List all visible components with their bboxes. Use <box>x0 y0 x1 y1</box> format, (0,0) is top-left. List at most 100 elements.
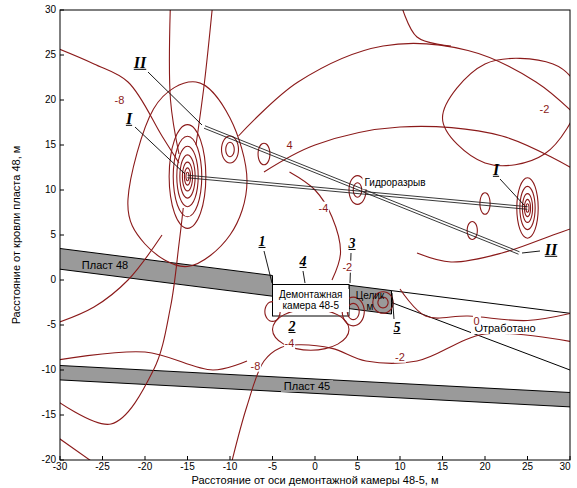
tick-mark <box>60 145 64 146</box>
plot-area <box>60 10 570 460</box>
tick-mark <box>60 280 64 281</box>
tick-mark <box>102 456 103 460</box>
contour-value: -2 <box>394 350 406 363</box>
axis-tick-label: -20 <box>138 461 152 473</box>
axis-tick-label: -15 <box>42 409 56 421</box>
contour-line <box>400 289 570 321</box>
contour-value: -4 <box>284 337 296 350</box>
tick-mark <box>485 456 486 460</box>
tick-mark <box>400 456 401 460</box>
contour-line <box>60 433 103 460</box>
axis-tick-label: -25 <box>95 461 109 473</box>
axis-tick-label: -5 <box>47 319 56 331</box>
seam-band: Пласт 48 <box>79 259 131 272</box>
contour-value: -8 <box>250 359 262 372</box>
node-text: Пласт 48 <box>82 259 128 272</box>
fracture-line <box>204 128 519 254</box>
tick-mark <box>60 190 64 191</box>
contour-value: -8 <box>114 94 126 107</box>
axis-tick-label: -10 <box>42 364 56 376</box>
tick-mark <box>315 456 316 460</box>
fracture-label: Гидроразрыв <box>362 177 427 189</box>
axis-tick-label: 10 <box>45 184 56 196</box>
contour-line <box>177 146 198 206</box>
contour-line <box>128 82 247 267</box>
leader-line <box>148 72 202 125</box>
axis-tick-label: 20 <box>45 94 56 106</box>
contour-value: 4 <box>285 139 293 152</box>
contour-line <box>264 126 570 172</box>
contour-lines <box>60 10 570 460</box>
contour-value: 0 <box>472 314 480 327</box>
axis-tick-label: 5 <box>355 461 361 473</box>
contour-line <box>196 10 213 145</box>
contour-line <box>222 136 239 163</box>
axis-tick-label: -10 <box>223 461 237 473</box>
contour-line <box>520 186 535 229</box>
chamber-box: Демонтажная камера 48-5 <box>273 289 349 312</box>
contour-line <box>60 46 179 163</box>
coal-seam <box>60 247 273 296</box>
leader-line <box>264 251 272 283</box>
axis-tick-label: -30 <box>53 461 67 473</box>
contour-line <box>239 44 571 136</box>
contour-line <box>184 168 190 185</box>
tick-mark <box>570 456 571 460</box>
contour-line <box>400 10 451 46</box>
axis-tick-label: 30 <box>45 4 56 16</box>
contour-line <box>226 142 235 156</box>
tick-mark <box>145 456 146 460</box>
fracture-line <box>188 175 528 207</box>
contour-value: -2 <box>341 260 353 273</box>
tick-mark <box>60 370 64 371</box>
callout-roman: II <box>134 54 146 72</box>
callout-number: 4 <box>300 254 307 270</box>
tick-mark <box>60 100 64 101</box>
pillar-box: Целик м <box>352 290 388 313</box>
leader-line <box>522 251 540 253</box>
leader-line <box>392 293 394 319</box>
axis-tick-label: 0 <box>50 274 56 286</box>
callout-number: 1 <box>259 234 266 250</box>
contour-line <box>170 10 179 154</box>
contour-line <box>524 199 530 216</box>
contour-lines <box>128 58 570 350</box>
axis-tick-label: 25 <box>522 461 533 473</box>
axis-tick-label: -15 <box>180 461 194 473</box>
tick-mark <box>60 415 64 416</box>
plot-frame <box>60 10 570 460</box>
fracture-line <box>205 126 520 252</box>
node-text: Демонтажная камера 48-5 <box>276 289 346 312</box>
axis-tick-label: 15 <box>45 139 56 151</box>
axis-tick-label: 25 <box>45 49 56 61</box>
node-text: Целик м <box>355 290 385 313</box>
contour-line <box>443 58 571 165</box>
fracture-line <box>187 178 527 210</box>
axis-tick-label: 0 <box>312 461 318 473</box>
contour-line <box>347 303 359 319</box>
tick-mark <box>60 325 64 326</box>
callout-roman: II <box>545 241 557 259</box>
seam-band: Пласт 45 <box>281 380 333 393</box>
chamber-outline <box>273 285 350 317</box>
tick-mark <box>357 456 358 460</box>
contour-line <box>182 162 192 191</box>
tick-mark <box>60 235 64 236</box>
contour-line <box>186 172 189 181</box>
contour-line <box>60 235 162 325</box>
callout-number: 5 <box>394 320 401 336</box>
pillar <box>349 285 392 314</box>
tick-mark <box>60 10 64 11</box>
contour-line <box>60 208 183 424</box>
callout-roman: I <box>493 161 499 179</box>
axis-tick-label: -5 <box>268 461 277 473</box>
leader-line <box>303 271 305 283</box>
axis-tick-label: 5 <box>50 229 56 241</box>
contour-line <box>273 309 350 350</box>
axis-tick-label: 10 <box>394 461 405 473</box>
contour-line <box>517 178 538 238</box>
contour-line <box>522 194 532 223</box>
tick-mark <box>527 456 528 460</box>
node-text: Отработано <box>474 322 535 335</box>
